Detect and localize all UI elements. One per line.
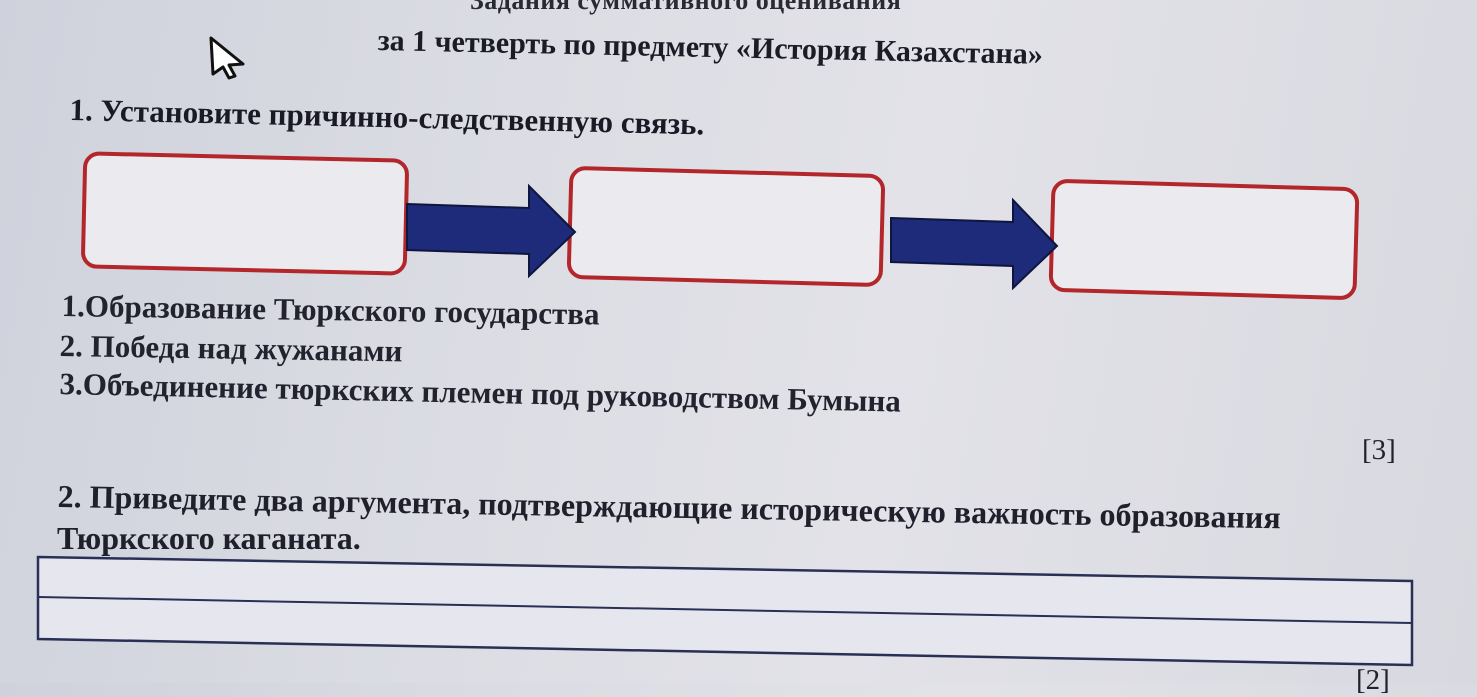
option-2: 2. Победа над жужанами [59,328,403,369]
question-1-score: [3] [1362,434,1396,466]
arrow-right-icon [406,183,577,278]
option-1: 1.Образование Тюркского государства [61,288,600,332]
question-2-score: [2] [1356,664,1390,696]
arrow-right-icon [890,197,1059,290]
answer-box-1[interactable] [80,151,410,276]
option-3: 3.Объединение тюркских племен под руково… [59,366,902,419]
question-2-prompt-cont: Тюркского каганата. [57,520,361,557]
answer-box-3[interactable] [1048,178,1360,301]
question-2-prompt-line2: Тюркского каганата. [57,520,361,556]
answer-lines-table[interactable] [36,553,1420,669]
header-top-line: Задания суммативного оценивания [470,0,902,15]
answer-box-2[interactable] [566,165,886,288]
cursor-arrow-icon [209,36,245,80]
page-title: за 1 четверть по предмету «История Казах… [377,24,1044,71]
question-1-prompt: 1. Установите причинно-следственную связ… [69,92,705,142]
